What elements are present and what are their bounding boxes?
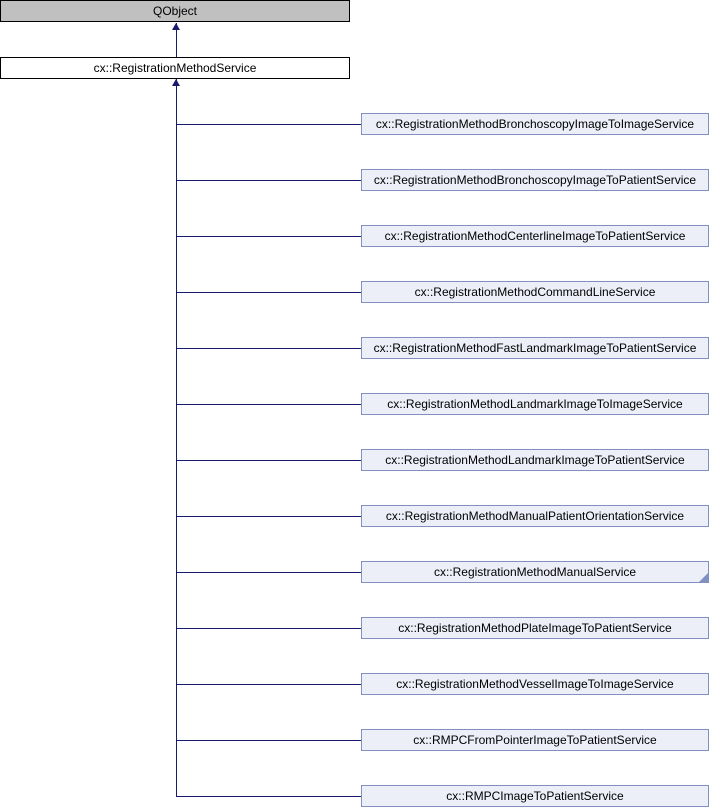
class-node-label: QObject — [152, 4, 197, 18]
has-subclasses-fold-icon — [699, 573, 708, 582]
class-node-label: cx::RMPCFromPointerImageToPatientService — [413, 733, 657, 747]
class-node-bronchoscopy-image-to-patient-service[interactable]: cx::RegistrationMethodBronchoscopyImageT… — [361, 169, 709, 191]
inheritance-edge — [177, 404, 361, 405]
class-node-label: cx::RegistrationMethodLandmarkImageToPat… — [385, 453, 685, 467]
class-node-label: cx::RegistrationMethodBronchoscopyImageT… — [373, 173, 697, 187]
class-node-label: cx::RegistrationMethodLandmarkImageToIma… — [387, 397, 683, 411]
class-node-manual-service[interactable]: cx::RegistrationMethodManualService — [361, 561, 709, 583]
inheritance-edge — [177, 684, 361, 685]
class-node-label: cx::RegistrationMethodCommandLineService — [414, 285, 656, 299]
class-node-label: cx::RegistrationMethodPlateImageToPatien… — [398, 621, 672, 635]
inheritance-edge-trunk — [176, 79, 177, 797]
class-node-label: cx::RegistrationMethodVesselImageToImage… — [396, 677, 674, 691]
class-node-rmpc-image-to-patient-service[interactable]: cx::RMPCImageToPatientService — [361, 785, 709, 807]
class-node-label: cx::RegistrationMethodCenterlineImageToP… — [384, 229, 686, 243]
class-node-label: cx::RegistrationMethodManualService — [433, 565, 637, 579]
class-node-vessel-image-to-image-service[interactable]: cx::RegistrationMethodVesselImageToImage… — [361, 673, 709, 695]
class-node-label: cx::RegistrationMethodFastLandmarkImageT… — [373, 341, 697, 355]
class-node-label: cx::RMPCImageToPatientService — [446, 789, 624, 803]
inheritance-edge — [177, 628, 361, 629]
inheritance-edge — [177, 292, 361, 293]
inheritance-edge — [177, 460, 361, 461]
class-node-rmpc-from-pointer-image-to-patient-service[interactable]: cx::RMPCFromPointerImageToPatientService — [361, 729, 709, 751]
inheritance-arrowhead — [172, 79, 180, 86]
inheritance-edge — [177, 124, 361, 125]
inheritance-edge — [177, 740, 361, 741]
inheritance-edge — [177, 796, 361, 797]
inheritance-edge — [177, 572, 361, 573]
class-node-landmark-image-to-image-service[interactable]: cx::RegistrationMethodLandmarkImageToIma… — [361, 393, 709, 415]
class-node-label: cx::RegistrationMethodService — [93, 61, 257, 75]
class-node-label: cx::RegistrationMethodBronchoscopyImageT… — [375, 117, 695, 131]
class-node-qobject: QObject — [0, 0, 350, 22]
class-node-centerline-image-to-patient-service[interactable]: cx::RegistrationMethodCenterlineImageToP… — [361, 225, 709, 247]
inheritance-edge — [176, 23, 177, 57]
inheritance-edge — [177, 348, 361, 349]
class-node-registration-method-service: cx::RegistrationMethodService — [0, 57, 350, 79]
class-node-label: cx::RegistrationMethodManualPatientOrien… — [385, 509, 685, 523]
class-node-fast-landmark-image-to-patient-service[interactable]: cx::RegistrationMethodFastLandmarkImageT… — [361, 337, 709, 359]
class-node-bronchoscopy-image-to-image-service[interactable]: cx::RegistrationMethodBronchoscopyImageT… — [361, 113, 709, 135]
class-node-landmark-image-to-patient-service[interactable]: cx::RegistrationMethodLandmarkImageToPat… — [361, 449, 709, 471]
inheritance-edge — [177, 516, 361, 517]
class-node-manual-patient-orientation-service[interactable]: cx::RegistrationMethodManualPatientOrien… — [361, 505, 709, 527]
inheritance-edge — [177, 236, 361, 237]
class-node-command-line-service[interactable]: cx::RegistrationMethodCommandLineService — [361, 281, 709, 303]
class-node-plate-image-to-patient-service[interactable]: cx::RegistrationMethodPlateImageToPatien… — [361, 617, 709, 639]
inheritance-edge — [177, 180, 361, 181]
